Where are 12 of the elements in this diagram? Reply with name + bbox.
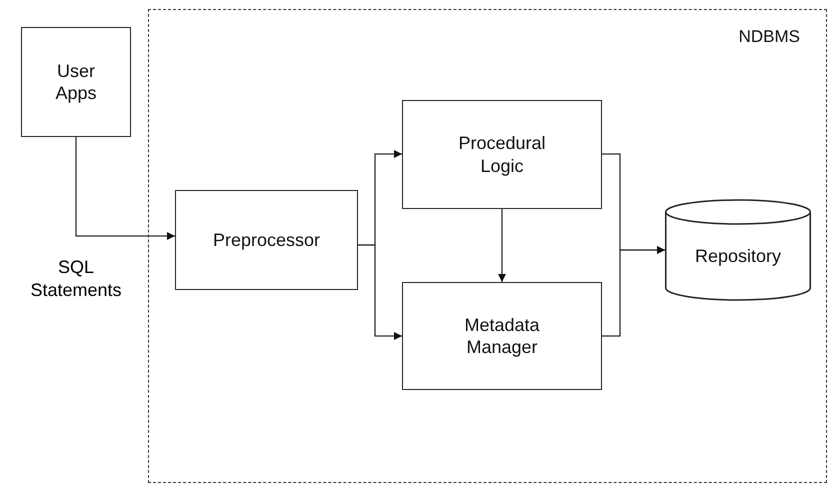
system-boundary xyxy=(148,9,827,483)
process-box: Preprocessor xyxy=(175,190,358,290)
node-label: Repository xyxy=(694,244,782,268)
arrow xyxy=(75,137,175,240)
arrow xyxy=(602,246,665,337)
process-box: User Apps xyxy=(21,27,131,137)
process-box: Procedural Logic xyxy=(402,100,602,209)
arrow xyxy=(498,209,506,282)
arrow xyxy=(358,244,402,340)
process-box: Metadata Manager xyxy=(402,282,602,390)
group-title: NDBMS xyxy=(738,26,800,48)
database-cylinder xyxy=(665,200,811,300)
